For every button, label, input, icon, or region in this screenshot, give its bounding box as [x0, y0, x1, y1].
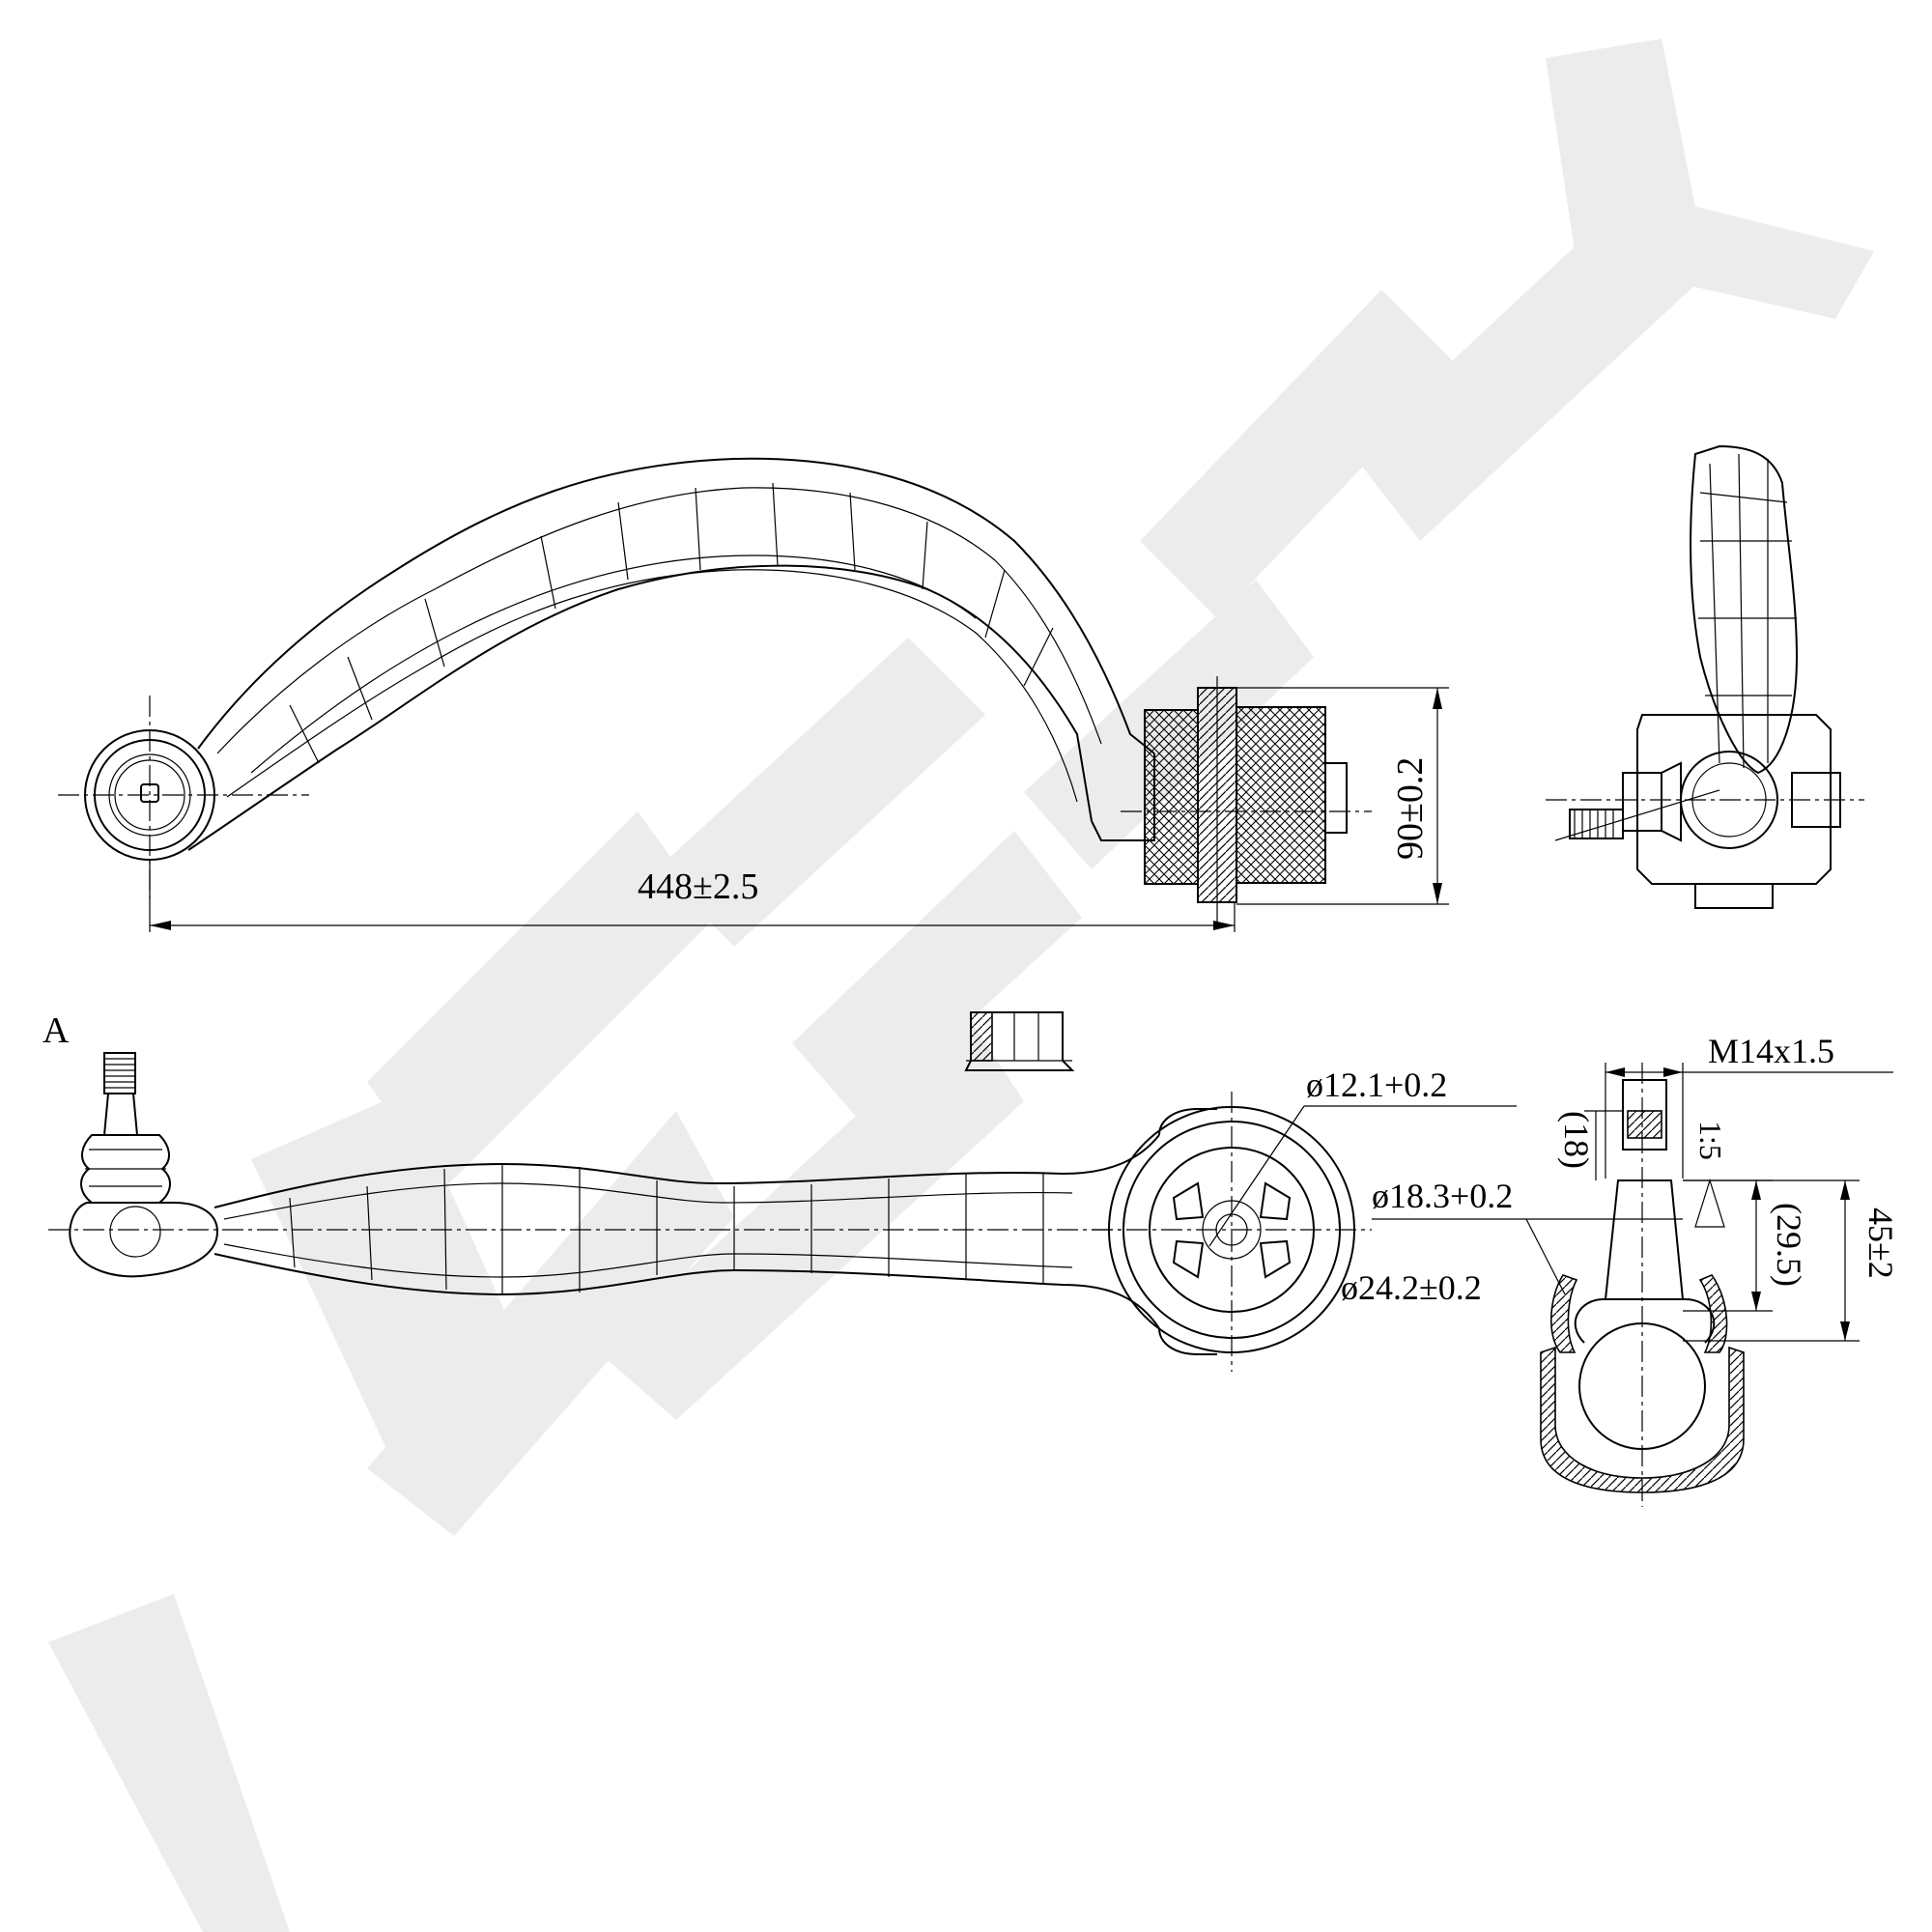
dimension-taper-large-text: ø24.2±0.2 — [1341, 1268, 1482, 1307]
dimension-taper-small-text: ø18.3+0.2 — [1372, 1177, 1513, 1215]
dimension-thread-text: M14x1.5 — [1708, 1032, 1834, 1070]
rubber-bushing-top — [1121, 676, 1372, 927]
front-view: A — [43, 1010, 1517, 1372]
side-view — [1546, 444, 1864, 909]
ball-joint-section: M14x1.5 (18) 1:5 ø18.3+0.2 ø24.2±0.2 (29… — [1341, 1032, 1900, 1507]
ball-stud-left — [69, 1052, 219, 1278]
dimension-bushing-width-text: 90±0.2 — [1390, 757, 1431, 860]
watermark-logo — [48, 39, 1874, 1932]
top-view: 448±2.5 90±0.2 — [58, 457, 1449, 932]
dimension-bore-text: ø12.1+0.2 — [1306, 1065, 1447, 1104]
dimension-stud-height-text: (18) — [1557, 1111, 1596, 1169]
control-arm-top — [187, 457, 1155, 851]
control-arm-front — [48, 1134, 1160, 1329]
bushing-eye-front: ø12.1+0.2 — [1092, 1065, 1517, 1372]
flange-nut — [964, 1011, 1075, 1071]
dimension-length: 448±2.5 — [149, 860, 1236, 932]
dimension-bushing-width: 90±0.2 — [1236, 687, 1449, 905]
view-label-a: A — [43, 1010, 70, 1051]
dimension-taper-ratio-text: 1:5 — [1693, 1121, 1728, 1160]
dimension-taper-length-text: (29.5) — [1770, 1203, 1808, 1287]
dimension-length-text: 448±2.5 — [638, 867, 758, 907]
dimension-total-height-text: 45±2 — [1861, 1208, 1900, 1279]
